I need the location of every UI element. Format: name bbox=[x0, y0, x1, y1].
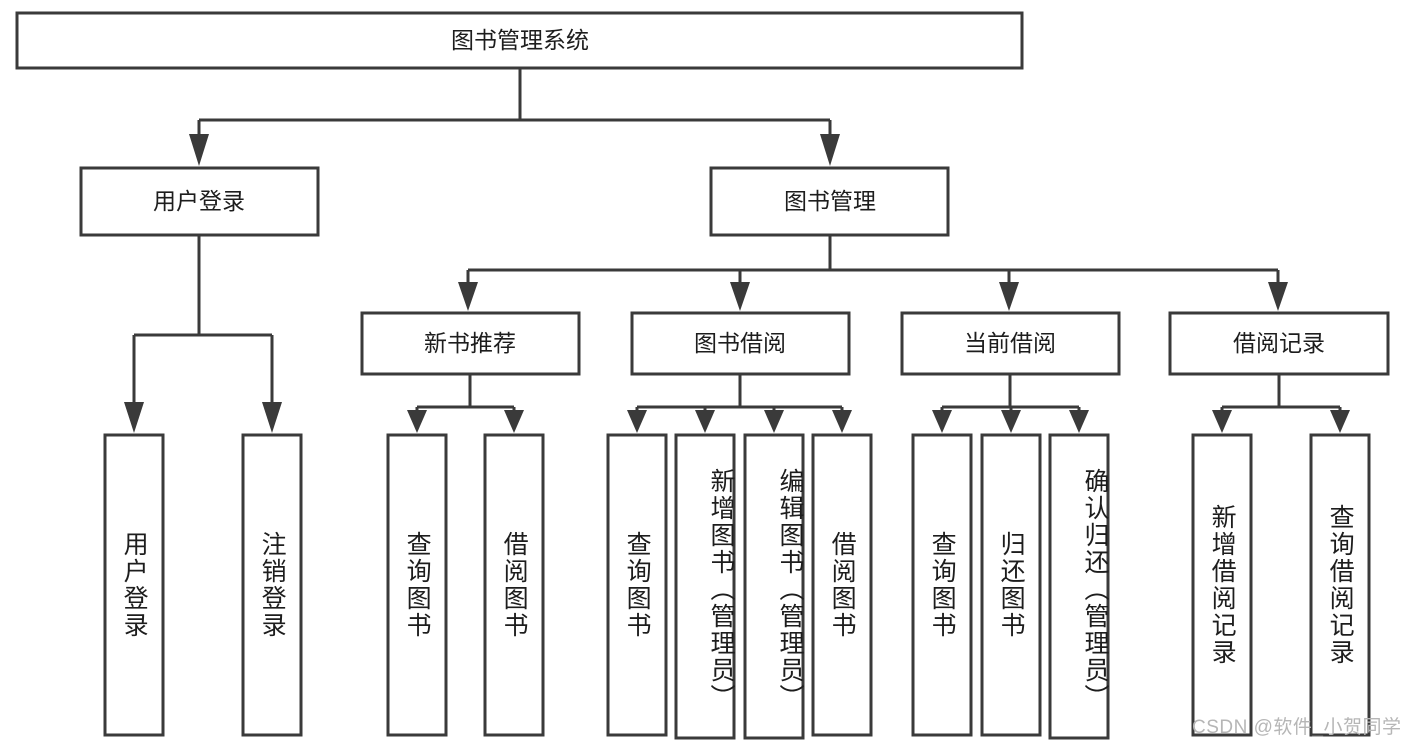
connector-group bbox=[124, 68, 1350, 433]
arrow-head-leaf-user-login bbox=[124, 402, 144, 433]
node-book-borrow[interactable] bbox=[630, 311, 851, 376]
arrow-head-borrow-records bbox=[1268, 282, 1288, 311]
label-user-login: 用户登录 bbox=[153, 188, 245, 214]
node-leaf-query-book-3[interactable] bbox=[911, 433, 973, 737]
label-book-borrow: 图书借阅 bbox=[694, 330, 786, 356]
node-leaf-add-borrow-record[interactable] bbox=[1191, 433, 1253, 737]
node-leaf-user-login[interactable] bbox=[103, 433, 165, 737]
label-new-book-recommend: 新书推荐 bbox=[424, 330, 516, 356]
arrow-head-new-book-recommend bbox=[458, 282, 478, 311]
label-root-system: 图书管理系统 bbox=[451, 27, 589, 53]
arrow-head-leaf-add-borrow-record bbox=[1212, 410, 1232, 433]
arrow-head-leaf-return-book bbox=[1001, 410, 1021, 433]
node-root-system[interactable] bbox=[15, 11, 1024, 70]
node-leaf-confirm-return-admin[interactable] bbox=[1048, 433, 1110, 740]
node-leaf-edit-book-admin[interactable] bbox=[743, 433, 805, 740]
node-leaf-query-borrow-record[interactable] bbox=[1309, 433, 1371, 737]
node-leaf-borrow-book-2[interactable] bbox=[811, 433, 873, 737]
node-leaf-borrow-book-1[interactable] bbox=[483, 433, 545, 737]
node-leaf-add-book-admin[interactable] bbox=[674, 433, 736, 740]
arrow-head-current-borrow bbox=[999, 282, 1019, 311]
arrow-head-leaf-user-logout bbox=[262, 402, 282, 433]
csdn-watermark: CSDN @软件_小贺同学 bbox=[1192, 717, 1402, 738]
arrow-head-leaf-query-book-2 bbox=[627, 410, 647, 433]
arrow-head-book-borrow bbox=[730, 282, 750, 311]
arrow-head-leaf-query-book-1 bbox=[407, 410, 427, 433]
arrow-head-user-login bbox=[189, 134, 209, 166]
arrow-head-leaf-borrow-book-2 bbox=[832, 410, 852, 433]
arrow-head-leaf-confirm-return-admin bbox=[1069, 410, 1089, 433]
label-current-borrow: 当前借阅 bbox=[964, 330, 1056, 356]
node-new-book-recommend[interactable] bbox=[360, 311, 581, 376]
node-user-login[interactable] bbox=[79, 166, 320, 237]
horizontal-label-group: 图书管理系统 用户登录 图书管理 新书推荐 图书借阅 当前借阅 借阅记录 bbox=[153, 27, 1325, 356]
label-borrow-records: 借阅记录 bbox=[1233, 330, 1325, 356]
arrow-head-leaf-query-borrow-record bbox=[1330, 410, 1350, 433]
arrow-head-leaf-edit-book-admin bbox=[764, 410, 784, 433]
node-box-group bbox=[15, 11, 1390, 740]
node-leaf-query-book-1[interactable] bbox=[386, 433, 448, 737]
arrow-head-book-management bbox=[820, 134, 840, 166]
node-borrow-records[interactable] bbox=[1168, 311, 1390, 376]
node-leaf-return-book[interactable] bbox=[980, 433, 1042, 737]
arrow-head-leaf-borrow-book-1 bbox=[504, 410, 524, 433]
node-book-management[interactable] bbox=[709, 166, 950, 237]
arrow-head-leaf-query-book-3 bbox=[932, 410, 952, 433]
node-leaf-user-logout[interactable] bbox=[241, 433, 303, 737]
arrow-head-leaf-add-book-admin bbox=[695, 410, 715, 433]
node-leaf-query-book-2[interactable] bbox=[606, 433, 668, 737]
node-current-borrow[interactable] bbox=[900, 311, 1121, 376]
label-book-management: 图书管理 bbox=[784, 188, 876, 214]
